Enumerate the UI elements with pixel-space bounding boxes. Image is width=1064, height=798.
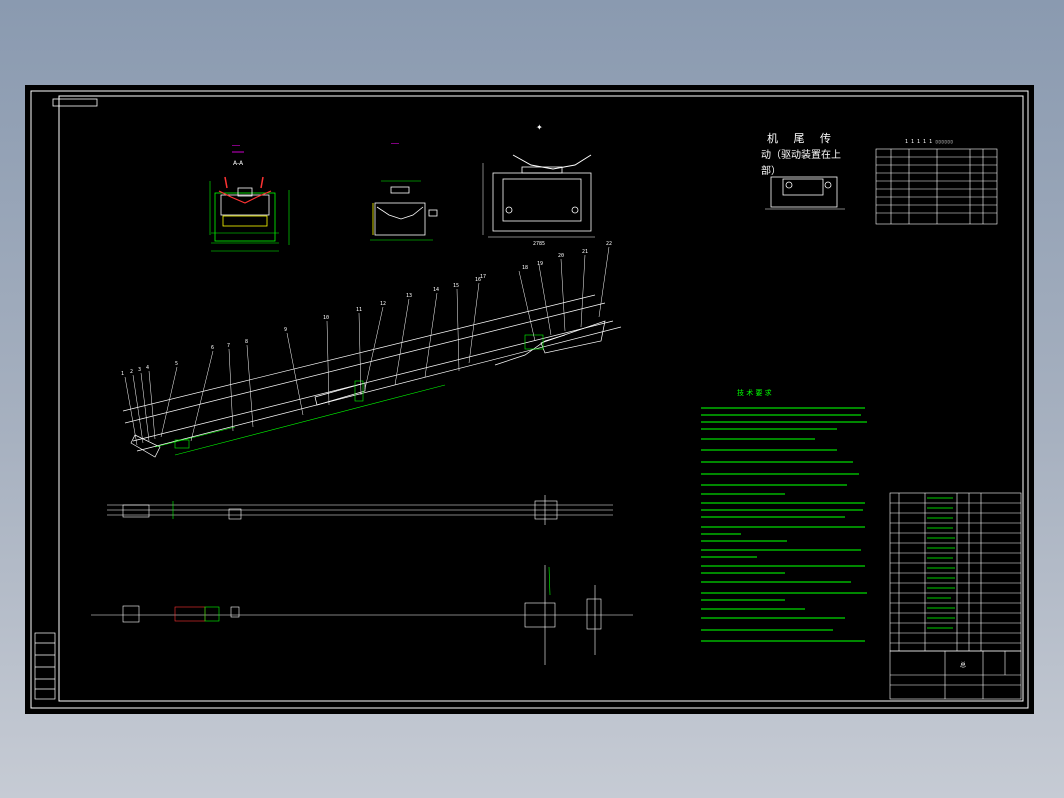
parts-list <box>889 492 1022 652</box>
end-side-view: 2785 ✦ <box>482 123 595 247</box>
balloon-1: 1 <box>121 371 124 377</box>
balloon-7: 7 <box>227 343 230 349</box>
balloon-14: 14 <box>433 287 439 293</box>
cad-viewport[interactable]: ⎯⎯⎯⎯ A-A ⎯⎯⎯⎯ 2785 ✦ <box>25 85 1034 714</box>
technical-notes: 技 术 要 求 <box>701 388 867 642</box>
conveyor-elevation <box>122 294 622 458</box>
leader-lines <box>124 246 610 446</box>
balloon-17: 17 <box>480 274 486 280</box>
bottom-detail-view <box>91 565 633 665</box>
side-view-dimension: 2785 <box>533 241 545 247</box>
balloon-18: 18 <box>522 265 528 271</box>
balloon-6: 6 <box>211 345 214 351</box>
drive-subtitle-2: 部） <box>761 164 781 177</box>
balloon-21: 21 <box>582 249 588 255</box>
drive-arrangement: 机 尾 传 动（驱动装置在上 部） <box>761 131 845 210</box>
plan-view <box>107 495 613 525</box>
balloon-2: 2 <box>130 369 133 375</box>
balloon-11: 11 <box>356 307 362 313</box>
top-parts-table <box>875 148 998 225</box>
balloon-13: 13 <box>406 293 412 299</box>
balloon-15: 15 <box>453 283 459 289</box>
balloon-labels: 1 2 3 4 5 6 7 8 9 10 11 12 13 14 15 16 1… <box>121 241 612 377</box>
notes-title: 技 术 要 求 <box>737 388 772 397</box>
section-a-a-title: ⎯⎯⎯⎯ <box>232 143 240 148</box>
balloon-22: 22 <box>606 241 612 247</box>
idler-section-view: ⎯⎯⎯⎯ <box>370 141 438 241</box>
section-a-a-view: ⎯⎯⎯⎯ A-A <box>209 143 290 252</box>
section-mark-icon: ✦ <box>536 123 543 132</box>
drive-title: 机 尾 传 <box>767 131 837 145</box>
balloon-3: 3 <box>138 367 141 373</box>
svg-text:1 1 1 1 1 ▯▯▯▯▯▯: 1 1 1 1 1 ▯▯▯▯▯▯ <box>905 139 953 145</box>
balloon-8: 8 <box>245 339 248 345</box>
drive-subtitle: 动（驱动装置在上 <box>761 148 841 161</box>
balloon-9: 9 <box>284 327 287 333</box>
balloon-10: 10 <box>323 315 329 321</box>
conveyor-drawing: ⎯⎯⎯⎯ A-A ⎯⎯⎯⎯ 2785 ✦ <box>30 90 1029 709</box>
balloon-19: 19 <box>537 261 543 267</box>
section-a-a-label: A-A <box>233 160 244 167</box>
balloon-12: 12 <box>380 301 386 307</box>
balloon-4: 4 <box>146 365 149 371</box>
outer-border <box>30 90 1029 709</box>
inner-border <box>58 95 1024 702</box>
revision-strip <box>34 632 56 700</box>
svg-text:⎯⎯⎯⎯: ⎯⎯⎯⎯ <box>391 141 399 146</box>
balloon-20: 20 <box>558 253 564 259</box>
conveyor-details <box>154 334 544 456</box>
balloon-16: 16 <box>475 277 481 283</box>
title-block-label: 总 <box>960 661 966 669</box>
title-block <box>889 650 1022 700</box>
balloon-5: 5 <box>175 361 178 367</box>
corner-tab <box>52 98 98 107</box>
